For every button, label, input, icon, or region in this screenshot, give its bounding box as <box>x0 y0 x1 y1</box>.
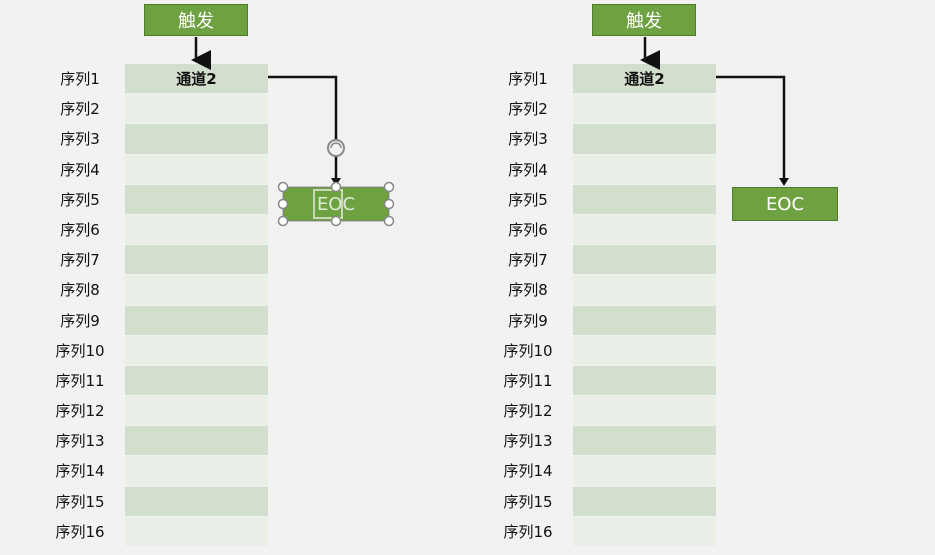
trigger-box[interactable]: 触发 <box>144 4 248 36</box>
table-cell[interactable] <box>573 365 716 397</box>
connector-arrow-head <box>779 178 789 186</box>
eoc-box[interactable]: EOC <box>732 187 838 221</box>
trigger-label: 触发 <box>178 11 214 32</box>
table-cell[interactable] <box>125 365 268 397</box>
table-cell[interactable] <box>573 305 716 336</box>
sequence-label: 序列14 <box>55 462 105 481</box>
sequence-label: 序列10 <box>55 341 105 360</box>
sequence-label: 序列4 <box>60 160 100 179</box>
sequence-labels: 序列1 序列2 序列3 序列4 序列5 序列6 序列7 序列8 序列9 序列10 序列11 序列12 序… <box>40 64 120 547</box>
sequence-label: 序列12 <box>503 402 553 421</box>
channel-to-eoc-connector <box>716 75 786 182</box>
sequence-table: 通道2 <box>573 64 716 547</box>
table-cell[interactable] <box>573 486 716 517</box>
sequence-label: 序列6 <box>60 220 100 239</box>
sequence-table: 通道2 <box>125 64 268 547</box>
table-cell[interactable] <box>573 94 716 125</box>
eoc-label: EOC <box>316 193 356 215</box>
sequence-label: 序列2 <box>60 100 100 119</box>
sequence-label: 序列8 <box>508 281 548 300</box>
table-cell[interactable] <box>125 486 268 517</box>
sequence-label: 序列7 <box>60 251 100 270</box>
table-cell[interactable] <box>125 516 268 547</box>
table-cell[interactable] <box>573 396 716 427</box>
table-cell[interactable] <box>125 305 268 336</box>
rotate-handle-icon[interactable] <box>327 139 345 157</box>
table-cell[interactable] <box>573 335 716 366</box>
trigger-label: 触发 <box>626 11 662 32</box>
sequence-label: 序列11 <box>503 371 553 390</box>
selection-handles <box>277 139 395 227</box>
trigger-box[interactable]: 触发 <box>592 4 696 36</box>
sequence-label: 序列16 <box>55 522 105 541</box>
table-cell[interactable] <box>573 516 716 547</box>
table-cell[interactable] <box>573 456 716 487</box>
connector-layer <box>640 37 789 186</box>
sequence-label: 序列10 <box>503 341 553 360</box>
table-cell[interactable] <box>125 245 268 276</box>
table-cell[interactable] <box>125 426 268 457</box>
sequence-label: 序列2 <box>508 100 548 119</box>
sequence-label: 序列9 <box>60 311 100 330</box>
table-cell[interactable] <box>125 154 268 185</box>
sequence-label: 序列5 <box>60 190 100 209</box>
sequence-labels: 序列1 序列2 序列3 序列4 序列5 序列6 序列7 序列8 序列9 序列10 序列11 序列12 序… <box>488 64 568 547</box>
sequence-label: 序列13 <box>503 432 553 451</box>
sequence-label: 序列16 <box>503 522 553 541</box>
table-cell[interactable] <box>573 275 716 306</box>
table-cell[interactable] <box>573 245 716 276</box>
table-cell[interactable] <box>125 335 268 366</box>
table-cell[interactable] <box>125 396 268 427</box>
sequence-label: 序列15 <box>55 492 105 511</box>
table-cell[interactable] <box>125 124 268 155</box>
table-cell[interactable] <box>125 456 268 487</box>
table-cell[interactable] <box>573 154 716 185</box>
sequence-label: 序列15 <box>503 492 553 511</box>
sequence-label: 序列13 <box>55 432 105 451</box>
sequence-label: 序列1 <box>60 70 100 88</box>
sequence-label: 序列7 <box>508 251 548 270</box>
sequence-label: 序列4 <box>508 160 548 179</box>
table-cell[interactable] <box>573 184 716 215</box>
sequence-label: 序列3 <box>60 130 100 149</box>
sequence-label: 序列12 <box>55 402 105 421</box>
table-cell[interactable] <box>125 214 268 246</box>
resize-handles[interactable] <box>277 181 395 227</box>
table-cell[interactable] <box>573 426 716 457</box>
table-cell[interactable] <box>573 124 716 155</box>
sequence-label: 序列14 <box>503 462 553 481</box>
table-cell[interactable] <box>573 214 716 246</box>
table-cell[interactable] <box>125 275 268 306</box>
eoc-label: EOC <box>765 193 805 215</box>
sequence-label: 序列9 <box>508 311 548 330</box>
sequence-label: 序列3 <box>508 130 548 149</box>
table-cell[interactable] <box>125 94 268 125</box>
sequence-label: 序列6 <box>508 220 548 239</box>
channel-label: 通道2 <box>624 70 665 89</box>
sequence-label: 序列5 <box>508 190 548 209</box>
table-cell[interactable] <box>125 184 268 215</box>
sequence-label: 序列11 <box>55 371 105 390</box>
sequence-label: 序列8 <box>60 281 100 300</box>
sequence-label: 序列1 <box>508 70 548 88</box>
channel-label: 通道2 <box>176 70 217 89</box>
